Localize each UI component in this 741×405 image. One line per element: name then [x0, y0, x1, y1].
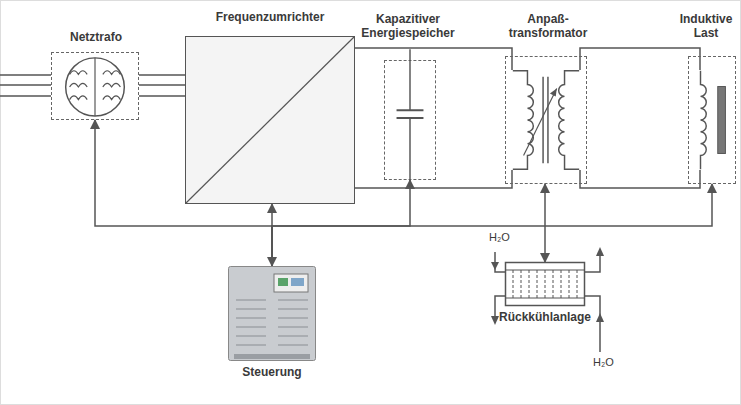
- block-heading: Kapazitiver Energiespeicher: [356, 12, 460, 40]
- capacitor-bank-symbol: [385, 61, 435, 179]
- mains-input-lines: [0, 75, 51, 96]
- mains-transformer: [51, 52, 139, 120]
- block-heading: Induktive Last: [674, 12, 738, 40]
- medium-label: H₂O: [488, 231, 511, 243]
- block-heading: Anpaß- transformator: [498, 12, 598, 40]
- matching-transformer-symbol: [506, 57, 586, 183]
- induction-coil-symbol: [689, 57, 735, 183]
- frequency-converter-symbol: [186, 37, 354, 203]
- block-heading: Frequenzumrichter: [182, 10, 358, 24]
- connector-line: [410, 48, 512, 188]
- block-node: Anpaß- transformator: [498, 12, 598, 187]
- control-cabinet-symbol: [228, 266, 316, 361]
- block-heading: Steuerung: [222, 365, 322, 379]
- control-cabinet: [228, 266, 316, 361]
- block-node: Steuerung: [222, 266, 322, 388]
- block-node: Induktive Last: [674, 12, 738, 187]
- block-node: Rückkühlanlage: [470, 262, 620, 400]
- matching-transformer: [505, 56, 587, 184]
- coolant-pipes: [495, 252, 600, 352]
- frequency-converter: [185, 36, 355, 204]
- heat-exchanger: [505, 262, 585, 306]
- block-node: Netztrafo: [46, 30, 146, 122]
- mains-transformer-symbol: [52, 53, 138, 119]
- heat-exchanger-symbol: [505, 262, 585, 306]
- block-node: Frequenzumrichter: [182, 10, 358, 206]
- connector-line: [544, 184, 546, 262]
- capacitor-bank: [384, 60, 436, 180]
- block-heading: Rückkühlanlage: [470, 310, 620, 324]
- connector-line: [580, 48, 700, 188]
- induction-coil: [688, 56, 736, 184]
- block-node: Kapazitiver Energiespeicher: [356, 12, 460, 182]
- medium-label: H₂O: [592, 356, 615, 368]
- connector-line: [139, 75, 185, 96]
- block-heading: Netztrafo: [46, 30, 146, 44]
